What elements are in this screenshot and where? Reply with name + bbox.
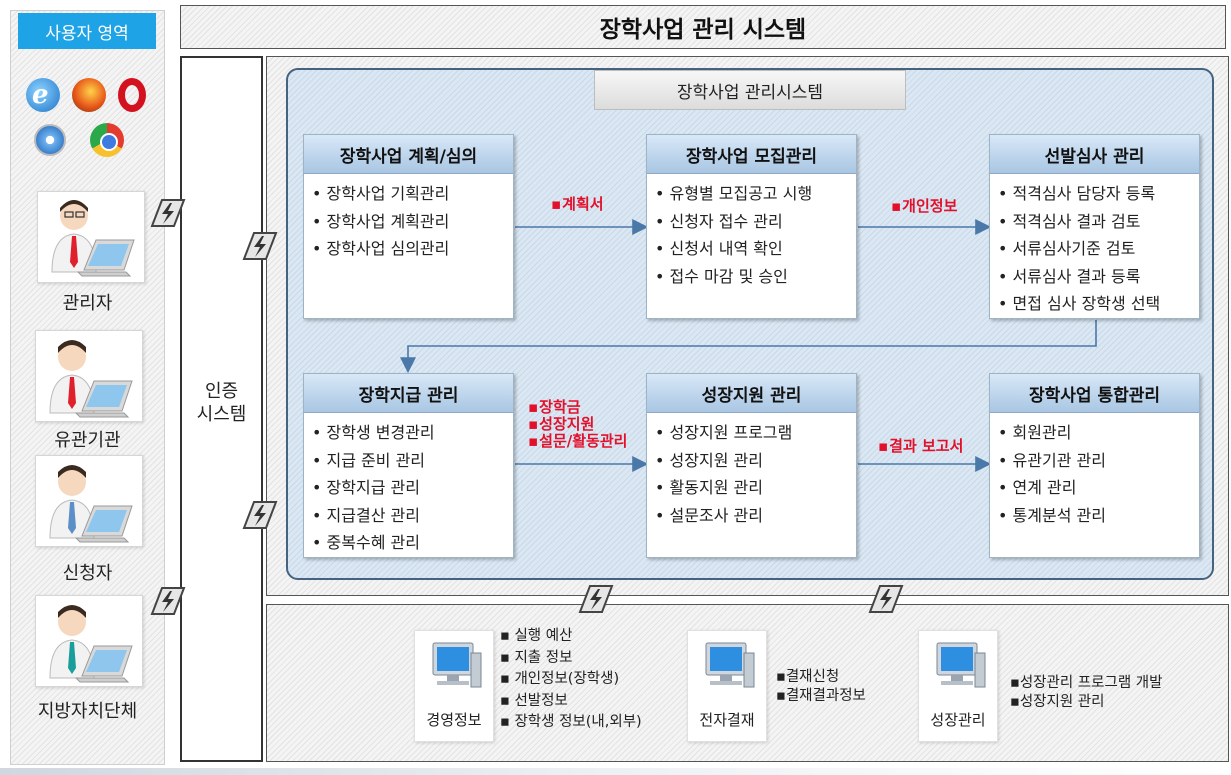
flow-label-personal-info: 개인정보	[891, 198, 957, 215]
module-title: 장학사업 모집관리	[647, 135, 856, 174]
module-item: 적격심사 담당자 등록	[998, 180, 1199, 208]
module-item: 회원관리	[998, 419, 1199, 447]
module-item: 장학사업 기획관리	[312, 180, 513, 208]
module-item: 중복수혜 관리	[312, 529, 513, 557]
module-item: 성장지원 프로그램	[655, 419, 856, 447]
firefox-icon	[72, 78, 106, 112]
mgmt-info-label: 경영정보	[426, 711, 482, 729]
mgmt-info-item: 선발정보	[500, 691, 642, 713]
module-selection-review: 선발심사 관리 적격심사 담당자 등록 적격심사 결과 검토 서류심사기준 검토…	[989, 134, 1200, 319]
mgmt-info-list: 실행 예산 지출 정보 개인정보(장학생) 선발정보 장학생 정보(내,외부)	[500, 626, 642, 734]
computer-icon	[936, 642, 986, 688]
flow-label-plan: 계획서	[551, 196, 603, 213]
opera-icon	[118, 78, 146, 112]
mgmt-info-item: 개인정보(장학생)	[500, 669, 642, 691]
user-area-header: 사용자 영역	[18, 13, 156, 49]
connection-icon	[150, 199, 186, 227]
module-item: 장학사업 계획관리	[312, 208, 513, 236]
page-title: 장학사업 관리 시스템	[180, 5, 1226, 49]
module-growth-support: 성장지원 관리 성장지원 프로그램 성장지원 관리 활동지원 관리 설문조사 관…	[646, 373, 857, 558]
admin-person-icon	[51, 200, 135, 277]
connection-icon	[242, 501, 278, 529]
growth-mgmt-item: 성장관리 프로그램 개발	[1010, 674, 1163, 693]
module-item: 설문조사 관리	[655, 502, 856, 530]
module-item: 면접 심사 장학생 선택	[998, 290, 1199, 318]
module-item: 신청서 내역 확인	[655, 235, 856, 263]
module-item: 지급 준비 관리	[312, 447, 513, 475]
module-title: 성장지원 관리	[647, 374, 856, 413]
mgmt-info-item: 실행 예산	[500, 626, 642, 648]
module-recruitment: 장학사업 모집관리 유형별 모집공고 시행 신청자 접수 관리 신청서 내역 확…	[646, 134, 857, 319]
module-item: 유형별 모집공고 시행	[655, 180, 856, 208]
safari-icon	[34, 124, 66, 156]
local-gov-person-icon	[49, 605, 133, 683]
applicant-person-icon	[49, 465, 133, 543]
flow-label-payment: 장학금 성장지원 설문/활동관리	[528, 399, 627, 450]
auth-system-box	[180, 56, 263, 762]
growth-mgmt-item: 성장지원 관리	[1010, 693, 1162, 712]
module-title: 선발심사 관리	[990, 135, 1199, 174]
agency-user-card	[35, 330, 143, 422]
e-approval-card: 전자결재	[687, 630, 767, 742]
e-approval-list: 결재신청 결재결과정보	[776, 668, 866, 706]
module-item: 신청자 접수 관리	[655, 208, 856, 236]
agency-label: 유관기관	[54, 430, 121, 451]
growth-mgmt-list: 성장관리 프로그램 개발 성장지원 관리	[1010, 674, 1163, 712]
applicant-label: 신청자	[62, 563, 113, 584]
local-gov-label: 지방자치단체	[37, 701, 138, 722]
auth-system-label: 인증 시스템	[182, 380, 261, 426]
module-item: 장학생 변경관리	[312, 419, 513, 447]
local-gov-user-card	[35, 595, 143, 687]
module-item: 활동지원 관리	[655, 474, 856, 502]
connection-icon	[242, 232, 278, 260]
panel-title: 장학사업 관리시스템	[594, 70, 906, 110]
module-item: 장학사업 심의관리	[312, 235, 513, 263]
chrome-icon	[90, 123, 124, 157]
module-item: 지급결산 관리	[312, 502, 513, 530]
bottom-strip	[0, 768, 1231, 775]
module-item: 성장지원 관리	[655, 447, 856, 475]
module-title: 장학사업 계획/심의	[304, 135, 513, 174]
module-item: 통계분석 관리	[998, 502, 1199, 530]
growth-mgmt-card: 성장관리	[918, 630, 998, 742]
e-approval-item: 결재신청	[776, 668, 866, 687]
flow-label-report: 결과 보고서	[878, 438, 963, 455]
module-plan-review: 장학사업 계획/심의 장학사업 기획관리 장학사업 계획관리 장학사업 심의관리	[303, 134, 514, 319]
auth-label-line1: 인증	[204, 381, 239, 402]
mgmt-info-item: 지출 정보	[500, 648, 642, 670]
connection-icon	[578, 585, 614, 613]
agency-person-icon	[49, 340, 133, 418]
module-item: 연계 관리	[998, 474, 1199, 502]
module-item: 적격심사 결과 검토	[998, 208, 1199, 236]
computer-icon	[432, 642, 482, 688]
module-item: 서류심사 결과 등록	[998, 263, 1199, 291]
arrow-select-to-pay	[400, 320, 1097, 374]
module-item: 서류심사기준 검토	[998, 235, 1199, 263]
computer-icon	[705, 642, 755, 688]
module-title: 장학지급 관리	[304, 374, 513, 413]
e-approval-item: 결재결과정보	[776, 687, 866, 706]
growth-mgmt-label: 성장관리	[930, 711, 986, 729]
module-integrated: 장학사업 통합관리 회원관리 유관기관 관리 연계 관리 통계분석 관리	[989, 373, 1200, 558]
mgmt-info-card: 경영정보	[414, 630, 494, 742]
ie-icon: e	[26, 78, 60, 112]
auth-label-line2: 시스템	[196, 404, 247, 425]
mgmt-info-item: 장학생 정보(내,외부)	[500, 712, 641, 734]
module-item: 장학지급 관리	[312, 474, 513, 502]
module-item: 유관기관 관리	[998, 447, 1199, 475]
module-payment: 장학지급 관리 장학생 변경관리 지급 준비 관리 장학지급 관리 지급결산 관…	[303, 373, 514, 558]
module-title: 장학사업 통합관리	[990, 374, 1199, 413]
connection-icon	[150, 587, 186, 615]
applicant-user-card	[35, 455, 143, 547]
admin-user-card	[37, 191, 145, 283]
module-item: 접수 마감 및 승인	[655, 263, 856, 291]
admin-label: 관리자	[62, 293, 113, 314]
e-approval-label: 전자결재	[699, 711, 755, 729]
connection-icon	[868, 585, 904, 613]
